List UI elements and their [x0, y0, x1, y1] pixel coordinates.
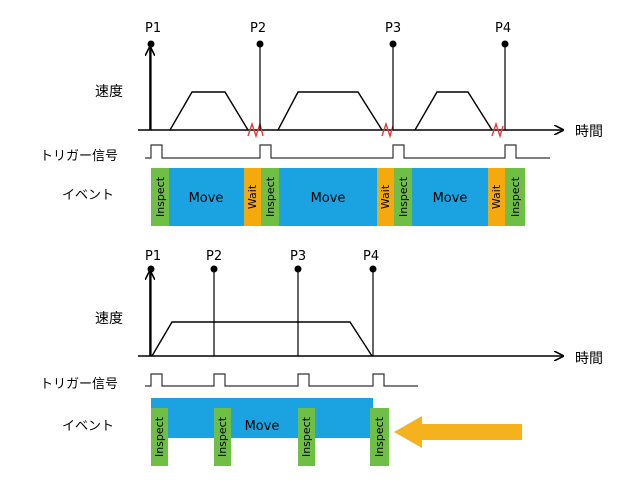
top-wait-zigzag-1: [247, 121, 264, 139]
svg-text:Inspect: Inspect: [509, 176, 522, 217]
top-speed-label: 速度: [95, 84, 123, 100]
bottom-event-inspect-1: [151, 408, 168, 466]
bottom-point-p2-label: P2: [206, 249, 222, 264]
bottom-event-move: [151, 398, 373, 438]
top-trigger-signal: [145, 144, 550, 159]
top-event-inspect-2: [261, 168, 279, 226]
left-arrow-icon: [394, 416, 522, 448]
top-wait-zigzag-2: [381, 121, 394, 139]
top-diagram: 速度 時間 P1 P2 P3 P4 トリガー信号 イベント: [40, 21, 603, 226]
top-point-p4-label: P4: [495, 21, 511, 36]
bottom-speed-label: 速度: [95, 311, 123, 327]
bottom-event-bar: Move Inspect Inspect Inspect Inspect: [151, 398, 389, 466]
top-event-inspect-4: [505, 168, 525, 226]
top-point-p2-label: P2: [250, 21, 266, 36]
top-point-p1-label: P1: [145, 21, 161, 36]
bottom-point-p1-dot: [147, 265, 155, 273]
bottom-time-label: 時間: [575, 351, 603, 367]
top-point-p4-dot: [501, 40, 509, 48]
top-point-p1-dot: [147, 40, 155, 48]
top-event-inspect-3: [394, 168, 412, 226]
bottom-trigger-label: トリガー信号: [40, 377, 118, 392]
bottom-diagram: 速度 時間 P1 P2 P3 P4 トリガー信号 イベント Move: [40, 249, 603, 466]
top-event-move-3: [412, 168, 488, 226]
bottom-point-p3-dot: [294, 265, 302, 273]
bottom-event-inspect-4: [370, 408, 389, 466]
svg-text:Inspect: Inspect: [300, 416, 313, 457]
bottom-event-inspect-2: [214, 408, 231, 466]
top-event-move-1: [169, 168, 244, 226]
bottom-point-markers: P1 P2 P3 P4: [145, 249, 379, 356]
top-time-label: 時間: [575, 124, 603, 140]
top-trigger-label: トリガー信号: [40, 149, 118, 164]
top-point-p3-label: P3: [385, 21, 401, 36]
svg-text:Inspect: Inspect: [153, 416, 166, 457]
bottom-trigger-signal: [145, 373, 418, 387]
svg-text:Move: Move: [433, 191, 468, 206]
top-point-markers: P1 P2 P3 P4: [145, 21, 511, 130]
top-speed-profile-2: [277, 91, 383, 131]
bottom-point-p3-label: P3: [290, 249, 306, 264]
top-event-bar: Inspect Move Wait Inspect Move Wait Insp…: [151, 168, 525, 226]
svg-text:Inspect: Inspect: [397, 176, 410, 217]
top-event-wait-3: [488, 168, 505, 226]
svg-text:Inspect: Inspect: [264, 176, 277, 217]
top-point-p3-dot: [389, 40, 397, 48]
top-wait-zigzag-3: [491, 121, 504, 139]
svg-text:Wait: Wait: [490, 184, 503, 209]
bottom-event-label: イベント: [62, 419, 114, 434]
bottom-speed-profile: [151, 321, 373, 357]
svg-text:Inspect: Inspect: [154, 176, 167, 217]
top-event-move-2: [279, 168, 377, 226]
bottom-point-p4-dot: [369, 265, 377, 273]
top-event-wait-1: [244, 168, 261, 226]
bottom-event-move-label: Move: [245, 419, 280, 434]
svg-text:Wait: Wait: [246, 184, 259, 209]
svg-text:Move: Move: [311, 191, 346, 206]
top-event-wait-2: [377, 168, 394, 226]
top-event-inspect-1: [151, 168, 169, 226]
top-event-label: イベント: [62, 188, 114, 203]
bottom-point-p2-dot: [210, 265, 218, 273]
bottom-point-p1-label: P1: [145, 249, 161, 264]
svg-text:Wait: Wait: [379, 184, 392, 209]
svg-text:Inspect: Inspect: [216, 416, 229, 457]
svg-text:Inspect: Inspect: [373, 416, 386, 457]
bottom-event-inspect-3: [298, 408, 315, 466]
top-speed-profile-1: [169, 91, 249, 131]
top-speed-profile-3: [414, 91, 493, 131]
top-point-p2-dot: [256, 40, 264, 48]
bottom-point-p4-label: P4: [363, 249, 379, 264]
svg-text:Move: Move: [189, 191, 224, 206]
